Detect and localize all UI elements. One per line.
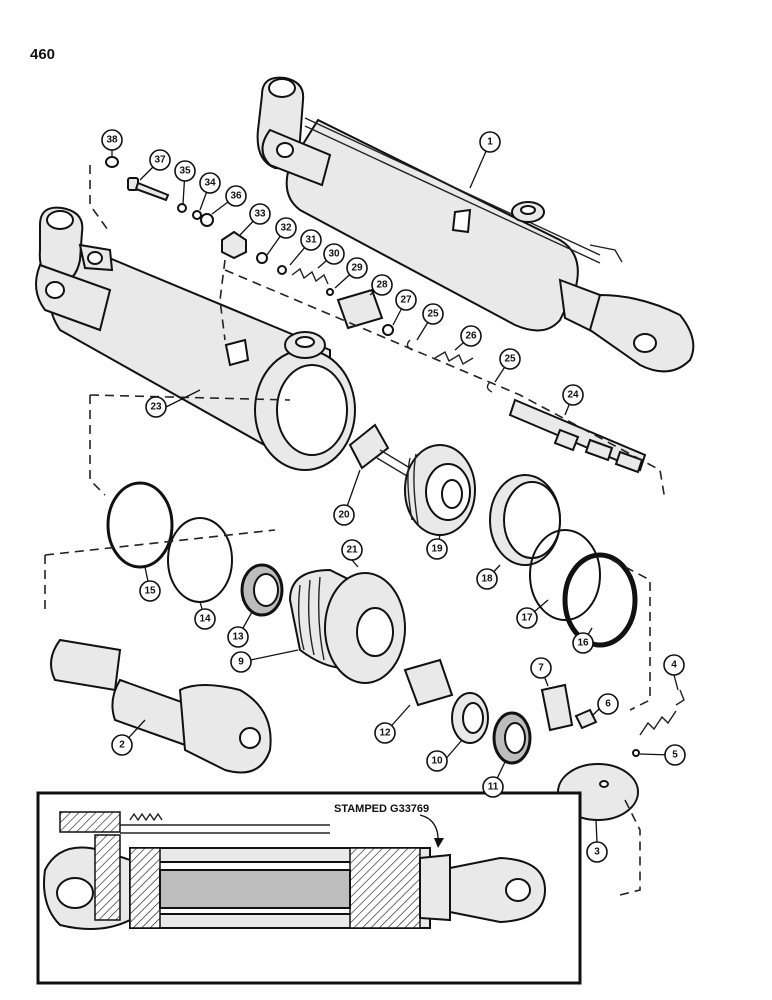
stamp-text: STAMPED G33769 [334,803,429,815]
svg-text:2: 2 [119,740,125,751]
svg-text:12: 12 [379,728,391,739]
seal-rings-left [106,481,284,617]
callout-10: 10 [426,750,448,772]
svg-text:27: 27 [400,295,412,306]
callout-2: 2 [111,734,133,756]
svg-text:31: 31 [305,235,317,246]
callout-7: 7 [530,657,552,679]
callout-4: 4 [663,654,685,676]
svg-text:34: 34 [204,178,216,189]
callout-25a: 25 [422,303,444,325]
seal-rings-right [489,474,638,648]
callout-32: 32 [275,217,297,239]
svg-text:33: 33 [254,209,266,220]
svg-text:37: 37 [154,155,166,166]
svg-text:30: 30 [328,249,340,260]
piston-group [348,423,476,536]
cylinder-body [35,206,356,471]
svg-text:17: 17 [521,613,533,624]
callout-33: 33 [249,203,271,225]
callout-23: 23 [145,396,167,418]
svg-text:18: 18 [481,574,493,585]
callout-3: 3 [586,841,608,863]
svg-text:21: 21 [346,545,358,556]
callout-13: 13 [227,626,249,648]
callout-11: 11 [482,776,504,798]
svg-text:23: 23 [150,402,162,413]
svg-text:10: 10 [431,756,443,767]
svg-text:7: 7 [538,663,544,674]
callout-27: 27 [395,289,417,311]
svg-text:5: 5 [672,750,678,761]
svg-text:6: 6 [605,699,611,710]
svg-text:32: 32 [280,223,292,234]
svg-text:16: 16 [577,638,589,649]
callout-14: 14 [194,608,216,630]
svg-text:25: 25 [427,309,439,320]
svg-text:26: 26 [465,331,477,342]
callout-19: 19 [426,538,448,560]
callout-30: 30 [323,243,345,265]
callout-29: 29 [346,257,368,279]
svg-text:20: 20 [338,510,350,521]
callout-31: 31 [300,229,322,251]
assembled-cylinder [256,76,695,373]
dashed-group-lines [44,165,666,896]
pin-assembly [508,398,647,474]
svg-text:24: 24 [567,390,579,401]
callout-18: 18 [476,568,498,590]
callout-35: 35 [174,160,196,182]
svg-text:36: 36 [230,191,242,202]
svg-text:14: 14 [199,614,211,625]
callout-20: 20 [333,504,355,526]
svg-text:29: 29 [351,263,363,274]
callout-25b: 25 [499,348,521,370]
page-number: 460 [30,46,56,63]
callout-36: 36 [225,185,247,207]
callout-26: 26 [460,325,482,347]
callout-37: 37 [149,149,171,171]
callout-9: 9 [230,651,252,673]
svg-text:19: 19 [431,544,443,555]
callout-15: 15 [139,580,161,602]
callout-38: 38 [101,129,123,151]
svg-text:25: 25 [504,354,516,365]
callout-24: 24 [562,384,584,406]
bushing-group [403,658,532,765]
svg-text:9: 9 [238,657,244,668]
callout-12: 12 [374,722,396,744]
svg-text:15: 15 [144,586,156,597]
callout-6: 6 [597,693,619,715]
svg-text:11: 11 [488,782,499,793]
svg-text:28: 28 [376,280,388,291]
svg-text:3: 3 [594,847,600,858]
svg-text:1: 1 [487,137,493,148]
callout-1: 1 [479,131,501,153]
rod-guide [288,568,406,684]
svg-text:35: 35 [179,166,191,177]
inset-section-view: STAMPED G33769 [36,791,582,985]
callout-16: 16 [572,632,594,654]
svg-text:13: 13 [232,632,244,643]
relief-valve-parts [105,156,493,393]
svg-text:38: 38 [106,135,118,146]
callout-17: 17 [516,607,538,629]
piston-rod [50,638,272,774]
callout-21: 21 [341,539,363,561]
callout-5: 5 [664,744,686,766]
svg-text:4: 4 [671,660,677,671]
callout-28: 28 [371,274,393,296]
callout-34: 34 [199,172,221,194]
